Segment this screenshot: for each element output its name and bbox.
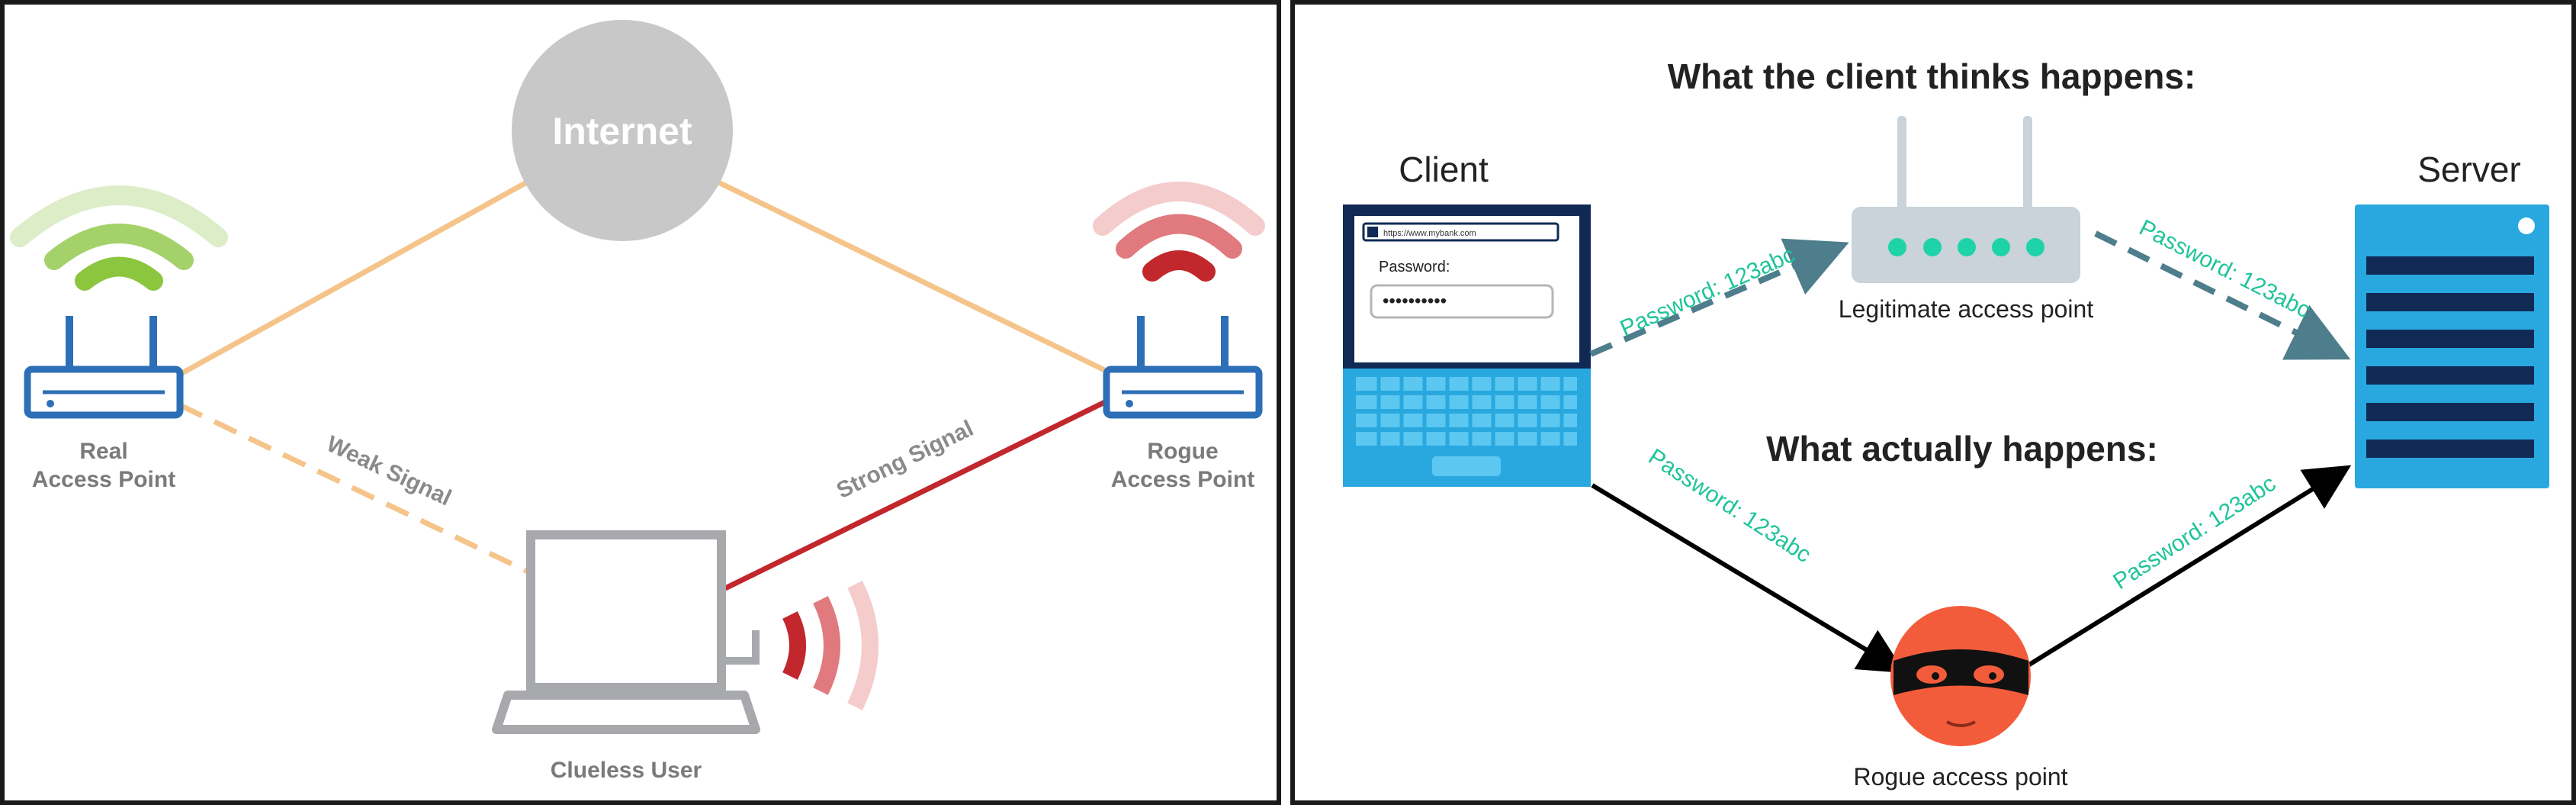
rogue-to-server-arrow: [2022, 465, 2352, 671]
rogue-ap-network-panel: Internet Real Access Point: [0, 0, 1281, 805]
user-label: Clueless User: [551, 758, 702, 783]
internet-rogue-ap-link: [712, 177, 1123, 382]
client-to-legit-arrow: [1589, 238, 1849, 357]
password-field-label: Password:: [1379, 259, 1450, 275]
url-text: https://www.mybank.com: [1383, 229, 1476, 238]
real-ap-label-2: Access Point: [32, 467, 175, 492]
mitm-attack-panel: What the client thinks happens: What act…: [1290, 0, 2576, 805]
client-label: Client: [1399, 150, 1489, 189]
rogue-ap-label: Rogue access point: [1853, 763, 2067, 791]
internet-cloud: [512, 20, 733, 241]
strong-signal-label: Strong Signal: [833, 416, 978, 504]
rogue-ap-router-icon: [1103, 316, 1263, 419]
legit-to-server-arrow: [2094, 230, 2351, 360]
client-laptop-icon: https://www.mybank.com Password: •••••••…: [1343, 204, 1591, 487]
weak-signal-label: Weak Signal: [323, 431, 455, 510]
real-ap-wifi-icon: [10, 185, 228, 291]
laptop-wifi-signal-icon: [782, 581, 878, 710]
legit-ap-label: Legitimate access point: [1839, 295, 2094, 323]
weak-signal-link: [178, 402, 532, 576]
server-icon: [2355, 204, 2549, 488]
password-value: ••••••••••: [1383, 291, 1447, 311]
internet-real-ap-link: [171, 177, 532, 382]
rogue-ap-wifi-icon: [1093, 182, 1265, 282]
mitm-diagram: What the client thinks happens: What act…: [1343, 56, 2549, 791]
flow-label-1: Password: 123abc: [1617, 242, 1799, 342]
client-to-rogue-arrow: [1591, 483, 1906, 674]
rogue-hacker-icon: [1890, 606, 2031, 746]
rogue-ap-label-2: Access Point: [1111, 467, 1254, 492]
internet-label: Internet: [552, 110, 692, 153]
real-ap-router-icon: [24, 316, 184, 419]
flow-label-4: Password: 123abc: [2109, 471, 2280, 594]
title-client-thinks: What the client thinks happens:: [1668, 56, 2196, 96]
server-label: Server: [2417, 150, 2520, 189]
real-ap-label: Real: [79, 439, 127, 464]
rogue-ap-label: Rogue: [1147, 439, 1218, 464]
strong-signal-link: [724, 394, 1116, 591]
legit-router-icon: [1852, 116, 2080, 283]
network-diagram: Internet Real Access Point: [10, 20, 1265, 783]
title-actually-happens: What actually happens:: [1766, 429, 2158, 469]
laptop-icon: [492, 530, 760, 734]
